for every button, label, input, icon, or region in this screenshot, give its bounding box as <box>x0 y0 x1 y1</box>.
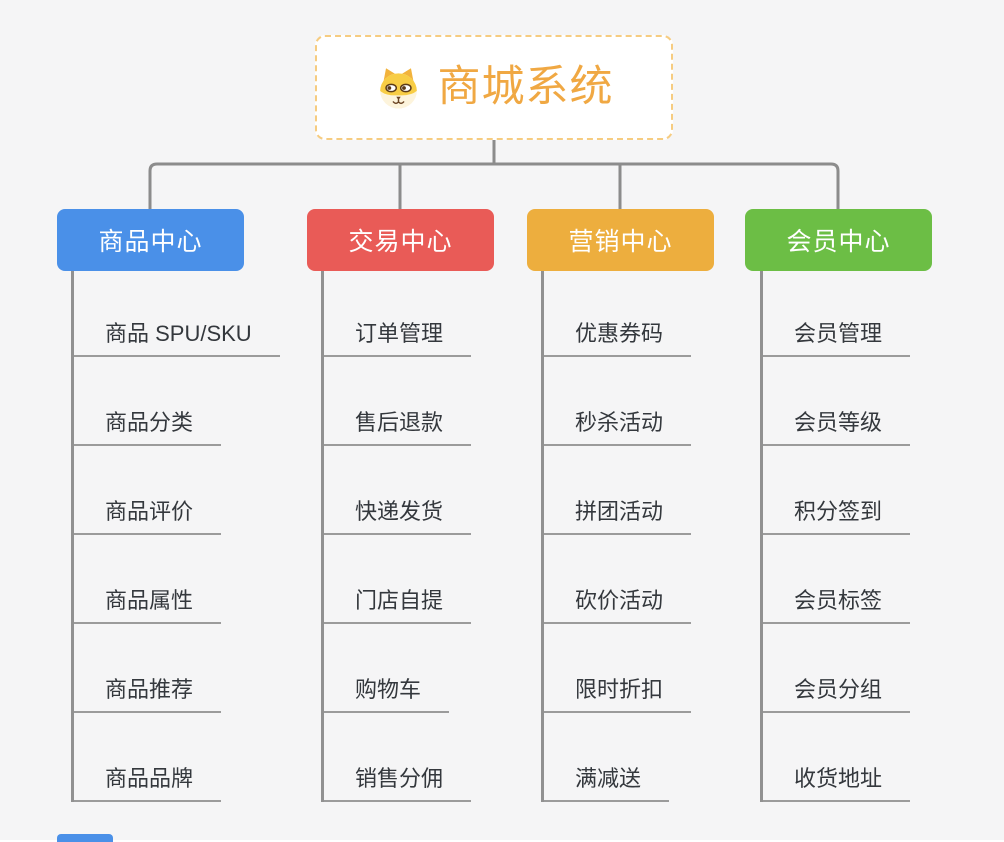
item-node[interactable]: 收货地址 <box>763 713 911 802</box>
item-node[interactable]: 会员分组 <box>763 624 911 713</box>
item-node[interactable]: 限时折扣 <box>544 624 692 713</box>
branch-items-column-member: 会员管理 会员等级 积分签到 会员标签 会员分组 收货地址 <box>760 271 911 802</box>
branch-items-column-product: 商品 SPU/SKU 商品分类 商品评价 商品属性 商品推荐 商品品牌 <box>71 271 280 802</box>
item-node[interactable]: 销售分佣 <box>324 713 472 802</box>
item-node[interactable]: 订单管理 <box>324 271 472 357</box>
shiba-dog-icon <box>379 67 417 109</box>
root-title: 商城系统 <box>437 63 614 111</box>
item-node[interactable]: 商品属性 <box>74 535 222 624</box>
branch-node-marketing-center[interactable]: 营销中心 <box>527 209 714 271</box>
branch-label: 交易中心 <box>348 228 453 256</box>
item-node[interactable]: 积分签到 <box>763 446 911 535</box>
item-node[interactable]: 购物车 <box>324 624 450 713</box>
item-node[interactable]: 会员管理 <box>763 271 911 357</box>
item-node[interactable]: 满减送 <box>544 713 670 802</box>
branch-items-column-trade: 订单管理 售后退款 快递发货 门店自提 购物车 销售分佣 <box>321 271 472 802</box>
branch-label: 会员中心 <box>786 228 891 256</box>
branch-label: 营销中心 <box>568 228 673 256</box>
item-node[interactable]: 门店自提 <box>324 535 472 624</box>
item-node[interactable]: 商品品牌 <box>74 713 222 802</box>
item-node[interactable]: 优惠券码 <box>544 271 692 357</box>
branch-node-member-center[interactable]: 会员中心 <box>745 209 932 271</box>
item-node[interactable]: 商品分类 <box>74 357 222 446</box>
root-node[interactable]: 商城系统 <box>315 35 673 140</box>
branch-bus-connector <box>148 162 840 210</box>
item-node[interactable]: 拼团活动 <box>544 446 692 535</box>
item-node[interactable]: 砍价活动 <box>544 535 692 624</box>
branch-items-column-marketing: 优惠券码 秒杀活动 拼团活动 砍价活动 限时折扣 满减送 <box>541 271 692 802</box>
item-node[interactable]: 商品 SPU/SKU <box>74 271 280 357</box>
item-node[interactable]: 快递发货 <box>324 446 472 535</box>
item-node[interactable]: 会员等级 <box>763 357 911 446</box>
branch-node-trade-center[interactable]: 交易中心 <box>307 209 494 271</box>
item-node[interactable]: 售后退款 <box>324 357 472 446</box>
item-node[interactable]: 会员标签 <box>763 535 911 624</box>
cutoff-node-fragment <box>57 834 113 842</box>
item-node[interactable]: 商品推荐 <box>74 624 222 713</box>
item-node[interactable]: 秒杀活动 <box>544 357 692 446</box>
item-node[interactable]: 商品评价 <box>74 446 222 535</box>
branch-node-product-center[interactable]: 商品中心 <box>57 209 244 271</box>
branch-label: 商品中心 <box>98 228 203 256</box>
